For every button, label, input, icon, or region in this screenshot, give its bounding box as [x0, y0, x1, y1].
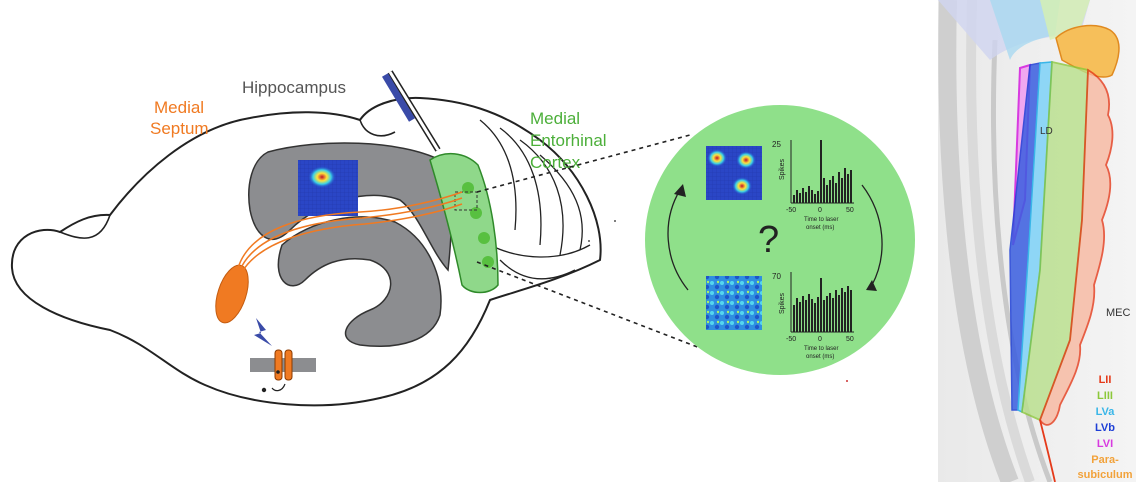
legend-LVa: LVa	[1096, 406, 1116, 418]
label-mec-line3: Cortex	[530, 153, 581, 172]
ion	[261, 387, 267, 393]
membrane	[250, 358, 316, 372]
arrowhead-right-icon	[866, 280, 877, 291]
legend-para-line1: Para-	[1091, 454, 1119, 466]
histology-section: LD MEC LII LIII LVa LVb LVI Para- subicu…	[938, 0, 1136, 482]
grid-field	[732, 177, 752, 195]
label-mec-line2: Entorhinal	[530, 131, 607, 150]
speck	[846, 380, 848, 382]
histogram-bottom: 70 Spikes -50 0 50 Time to laser onset (…	[772, 272, 854, 360]
question-mark: ?	[758, 219, 779, 261]
grid-field	[736, 151, 756, 169]
channel-right	[284, 349, 293, 381]
label-septum-line2: Septum	[150, 119, 209, 138]
label-septum-line1: Medial	[154, 98, 204, 117]
x-tick: 0	[818, 336, 822, 343]
brain-fold	[59, 214, 111, 239]
speck	[614, 220, 616, 222]
lightning-icon	[254, 318, 272, 346]
x-tick: -50	[786, 336, 796, 343]
ion-flow-arrow	[271, 383, 286, 392]
medial-septum	[215, 264, 249, 324]
label-mec: MEC	[1106, 307, 1131, 319]
zoom-panel: 25 Spikes -50 0 50 Time to laser onset (…	[645, 105, 915, 375]
layer-LII-border	[1039, 419, 1056, 482]
x-tick: -50	[786, 207, 796, 214]
legend-LIII: LIII	[1097, 390, 1113, 402]
speck	[588, 240, 590, 242]
x-label-line2: onset (ms)	[806, 225, 834, 231]
label-ld: LD	[1040, 126, 1053, 137]
x-label-line1: Time to laser	[804, 346, 838, 352]
x-tick: 50	[846, 336, 854, 343]
y-max: 70	[772, 272, 781, 281]
septal-projections	[237, 191, 463, 273]
hippocampus-ventral	[277, 216, 442, 347]
channel-left	[274, 349, 283, 381]
rate-map-hotspot	[308, 166, 336, 188]
legend-LVb: LVb	[1095, 422, 1115, 434]
x-tick: 50	[846, 207, 854, 214]
brain-fold	[359, 119, 396, 137]
top-fan-blue	[990, 0, 1060, 60]
y-label: Spikes	[779, 158, 786, 180]
label-mec-line1: Medial	[530, 109, 580, 128]
x-label-line1: Time to laser	[804, 217, 838, 223]
arrowhead-left-icon	[674, 184, 686, 197]
grid-field	[707, 149, 727, 167]
tissue-bands	[938, 0, 1053, 482]
layer-legend: LII LIII LVa LVb LVI Para- subiculum isl…	[1077, 374, 1132, 481]
x-label-line2: onset (ms)	[806, 354, 834, 360]
entorhinal-cortex	[429, 153, 499, 294]
cerebellum-folds	[479, 119, 591, 280]
x-tick: 0	[818, 207, 822, 214]
brain-schematic: Medial Septum Hippocampus Medial Entorhi…	[10, 70, 607, 407]
ion	[276, 370, 280, 374]
label-hippocampus: Hippocampus	[242, 78, 346, 97]
histogram-top: 25 Spikes -50 0 50 Time to laser onset (…	[772, 140, 854, 231]
disrupted-rate-map	[706, 276, 762, 330]
legend-LII: LII	[1099, 374, 1112, 386]
cycle-arrow-right	[861, 184, 883, 286]
y-max: 25	[772, 140, 781, 149]
histogram-bars	[793, 140, 852, 203]
y-label: Spikes	[779, 292, 786, 314]
layer-LII	[1038, 68, 1114, 426]
legend-para-line2: subiculum	[1077, 469, 1132, 481]
legend-LVI: LVI	[1097, 438, 1113, 450]
histogram-bars	[793, 278, 852, 332]
laser-fiber	[381, 70, 441, 152]
cycle-arrow-left	[667, 189, 689, 291]
